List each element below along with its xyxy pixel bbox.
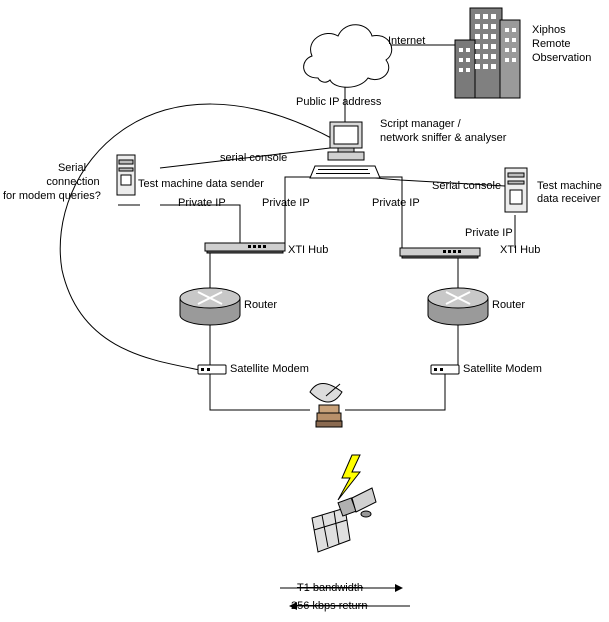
- xti-hub-right-label: XTI Hub: [500, 244, 541, 256]
- serial-loop-line: [59, 103, 336, 371]
- cloud-icon: [303, 24, 393, 88]
- serial-console-right-label: Serial console: [432, 180, 502, 192]
- t1-bandwidth-label: T1 bandwidth: [297, 582, 364, 594]
- serial-console-right-link: [374, 177, 506, 187]
- right-modem-to-dish: [345, 373, 446, 411]
- bandwidth-arrows: [280, 584, 410, 610]
- sat-modem-right-label: Satellite Modem: [463, 363, 542, 375]
- internet-label: Internet: [388, 35, 426, 47]
- building-icon: [454, 7, 521, 99]
- test-receiver-label-2: data receiver: [537, 193, 601, 205]
- test-sender-label: Test machine data sender: [138, 178, 264, 190]
- return-link-label: 256 kbps return: [291, 600, 368, 612]
- ws-to-left-hub: [284, 176, 322, 243]
- private-ip-label: Private IP: [465, 227, 513, 239]
- script-manager-label-1: Script manager /: [380, 118, 461, 130]
- remote-label-2: Remote: [532, 38, 571, 50]
- router-icon: [179, 287, 241, 326]
- public-ip-label: Public IP address: [296, 96, 382, 108]
- workstation-icon: [309, 121, 381, 179]
- modem-icon: [197, 364, 227, 375]
- left-modem-to-dish: [209, 373, 310, 411]
- serial-console-left-link: [159, 147, 331, 169]
- serial-conn-label-1: Serial: [57, 162, 87, 174]
- serial-console-left-label: serial console: [220, 152, 288, 164]
- network-hub-icon: [204, 242, 286, 254]
- server-tower-icon: [116, 154, 136, 196]
- satellite-dish-icon: [309, 383, 343, 428]
- xti-hub-left-label: XTI Hub: [288, 244, 329, 256]
- remote-label-1: Xiphos: [532, 24, 566, 36]
- satellite-icon: [311, 487, 377, 553]
- network-hub-icon: [399, 247, 481, 259]
- remote-label-3: Observation: [532, 52, 592, 64]
- router-left-label: Router: [244, 299, 278, 311]
- lightning-bolt-icon: [337, 454, 362, 501]
- serial-conn-label-2: connection: [46, 176, 100, 188]
- sat-modem-left-label: Satellite Modem: [230, 363, 309, 375]
- serial-conn-label-3: for modem queries?: [3, 190, 101, 202]
- modem-icon: [430, 364, 460, 375]
- connection-lines: [59, 44, 516, 411]
- sender-private-ip-link: [160, 204, 241, 243]
- router-right-label: Router: [492, 299, 526, 311]
- private-ip-label: Private IP: [262, 197, 310, 209]
- private-ip-label: Private IP: [372, 197, 420, 209]
- ws-to-right-hub: [370, 176, 403, 248]
- test-receiver-label-1: Test machine: [537, 180, 602, 192]
- script-manager-label-2: network sniffer & analyser: [380, 132, 507, 144]
- router-icon: [427, 287, 489, 326]
- server-tower-icon: [504, 167, 528, 213]
- private-ip-label: Private IP: [178, 197, 226, 209]
